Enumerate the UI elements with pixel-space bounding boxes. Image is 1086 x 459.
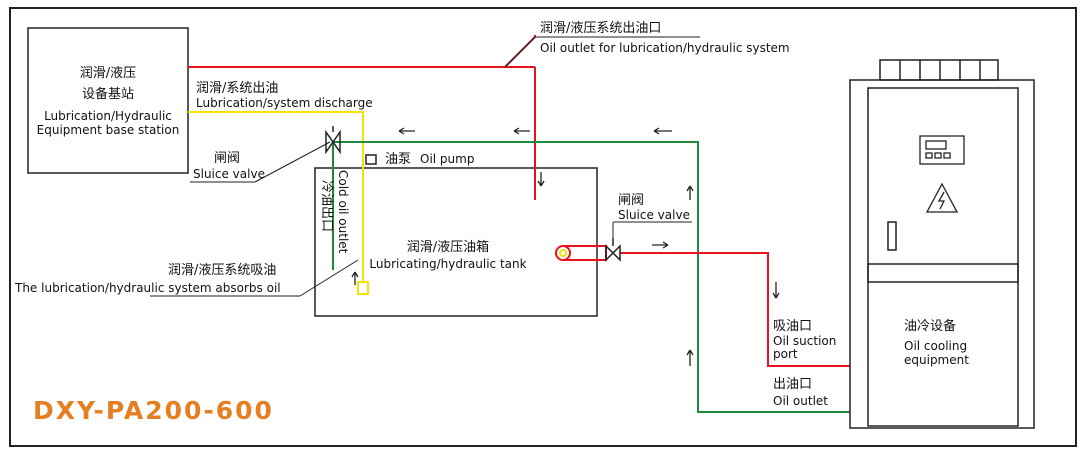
sluice-left-leader: [254, 141, 331, 183]
cooling-unit: [849, 59, 1035, 429]
cooling-cn: 油冷设备: [904, 318, 956, 334]
base-station-en1: Lubrication/Hydraulic: [44, 109, 172, 123]
tank-en: Lubricating/hydraulic tank: [369, 257, 526, 271]
sluice-left-cn: 闸阀: [214, 151, 240, 166]
outlet-cn: 出油口: [773, 377, 812, 392]
outlet-system-en: Oil outlet for lubrication/hydraulic sys…: [540, 41, 790, 55]
yellow-pipe: [188, 111, 364, 282]
base-station-cn1: 润滑/液压: [80, 66, 136, 81]
cold-outlet-en: Cold oil outlet: [336, 170, 350, 254]
absorbs-cn: 润滑/液压系统吸油: [168, 263, 276, 278]
sluice-right-en: Sluice valve: [618, 208, 690, 222]
tank-box: [314, 167, 598, 317]
sluice-left-en: Sluice valve: [193, 167, 265, 181]
valve-icon: [325, 126, 341, 155]
outlet-en: Oil outlet: [773, 394, 828, 408]
red-pipe-outlet: [188, 35, 536, 68]
tank-outlet-icon: [555, 245, 571, 261]
sluice-right-cn: 闸阀: [618, 193, 644, 208]
base-station-box: [27, 27, 189, 174]
cooling-en1: Oil cooling: [904, 339, 967, 353]
oil-pump-en: Oil pump: [420, 152, 474, 166]
base-station-en2: Equipment base station: [37, 123, 180, 137]
red-pipe-to-cooler: [620, 252, 850, 367]
discharge-en: Lubrication/system discharge: [196, 96, 373, 110]
suction-strainer: [357, 281, 369, 295]
high-voltage-warning-icon: [925, 182, 959, 213]
valve-icon: [605, 238, 621, 262]
absorbs-en: The lubrication/hydraulic system absorbs…: [14, 281, 281, 295]
oil-pump-icon: [365, 154, 377, 165]
outlet-system-leader: [504, 36, 536, 68]
oil-pump-cn: 油泵: [385, 152, 411, 167]
discharge-cn: 润滑/系统出油: [196, 81, 278, 96]
outer-frame: [9, 7, 1077, 447]
outlet-system-cn: 润滑/液压系统出油口: [540, 21, 661, 36]
suction-cn: 吸油口: [773, 319, 812, 334]
suction-en2: port: [773, 347, 798, 361]
flow-arrow-icon: [351, 127, 780, 366]
cold-outlet-cn: 冷油出口: [319, 180, 334, 232]
control-panel-icon: [919, 135, 965, 165]
suction-en1: Oil suction: [773, 334, 836, 348]
cooling-en2: equipment: [904, 353, 969, 367]
tank-cn: 润滑/液压油箱: [407, 239, 489, 255]
green-pipe-return: [332, 141, 850, 413]
absorbs-leader: [299, 259, 359, 297]
model-number: DXY-PA200-600: [33, 396, 274, 425]
base-station-cn2: 设备基站: [82, 86, 134, 102]
